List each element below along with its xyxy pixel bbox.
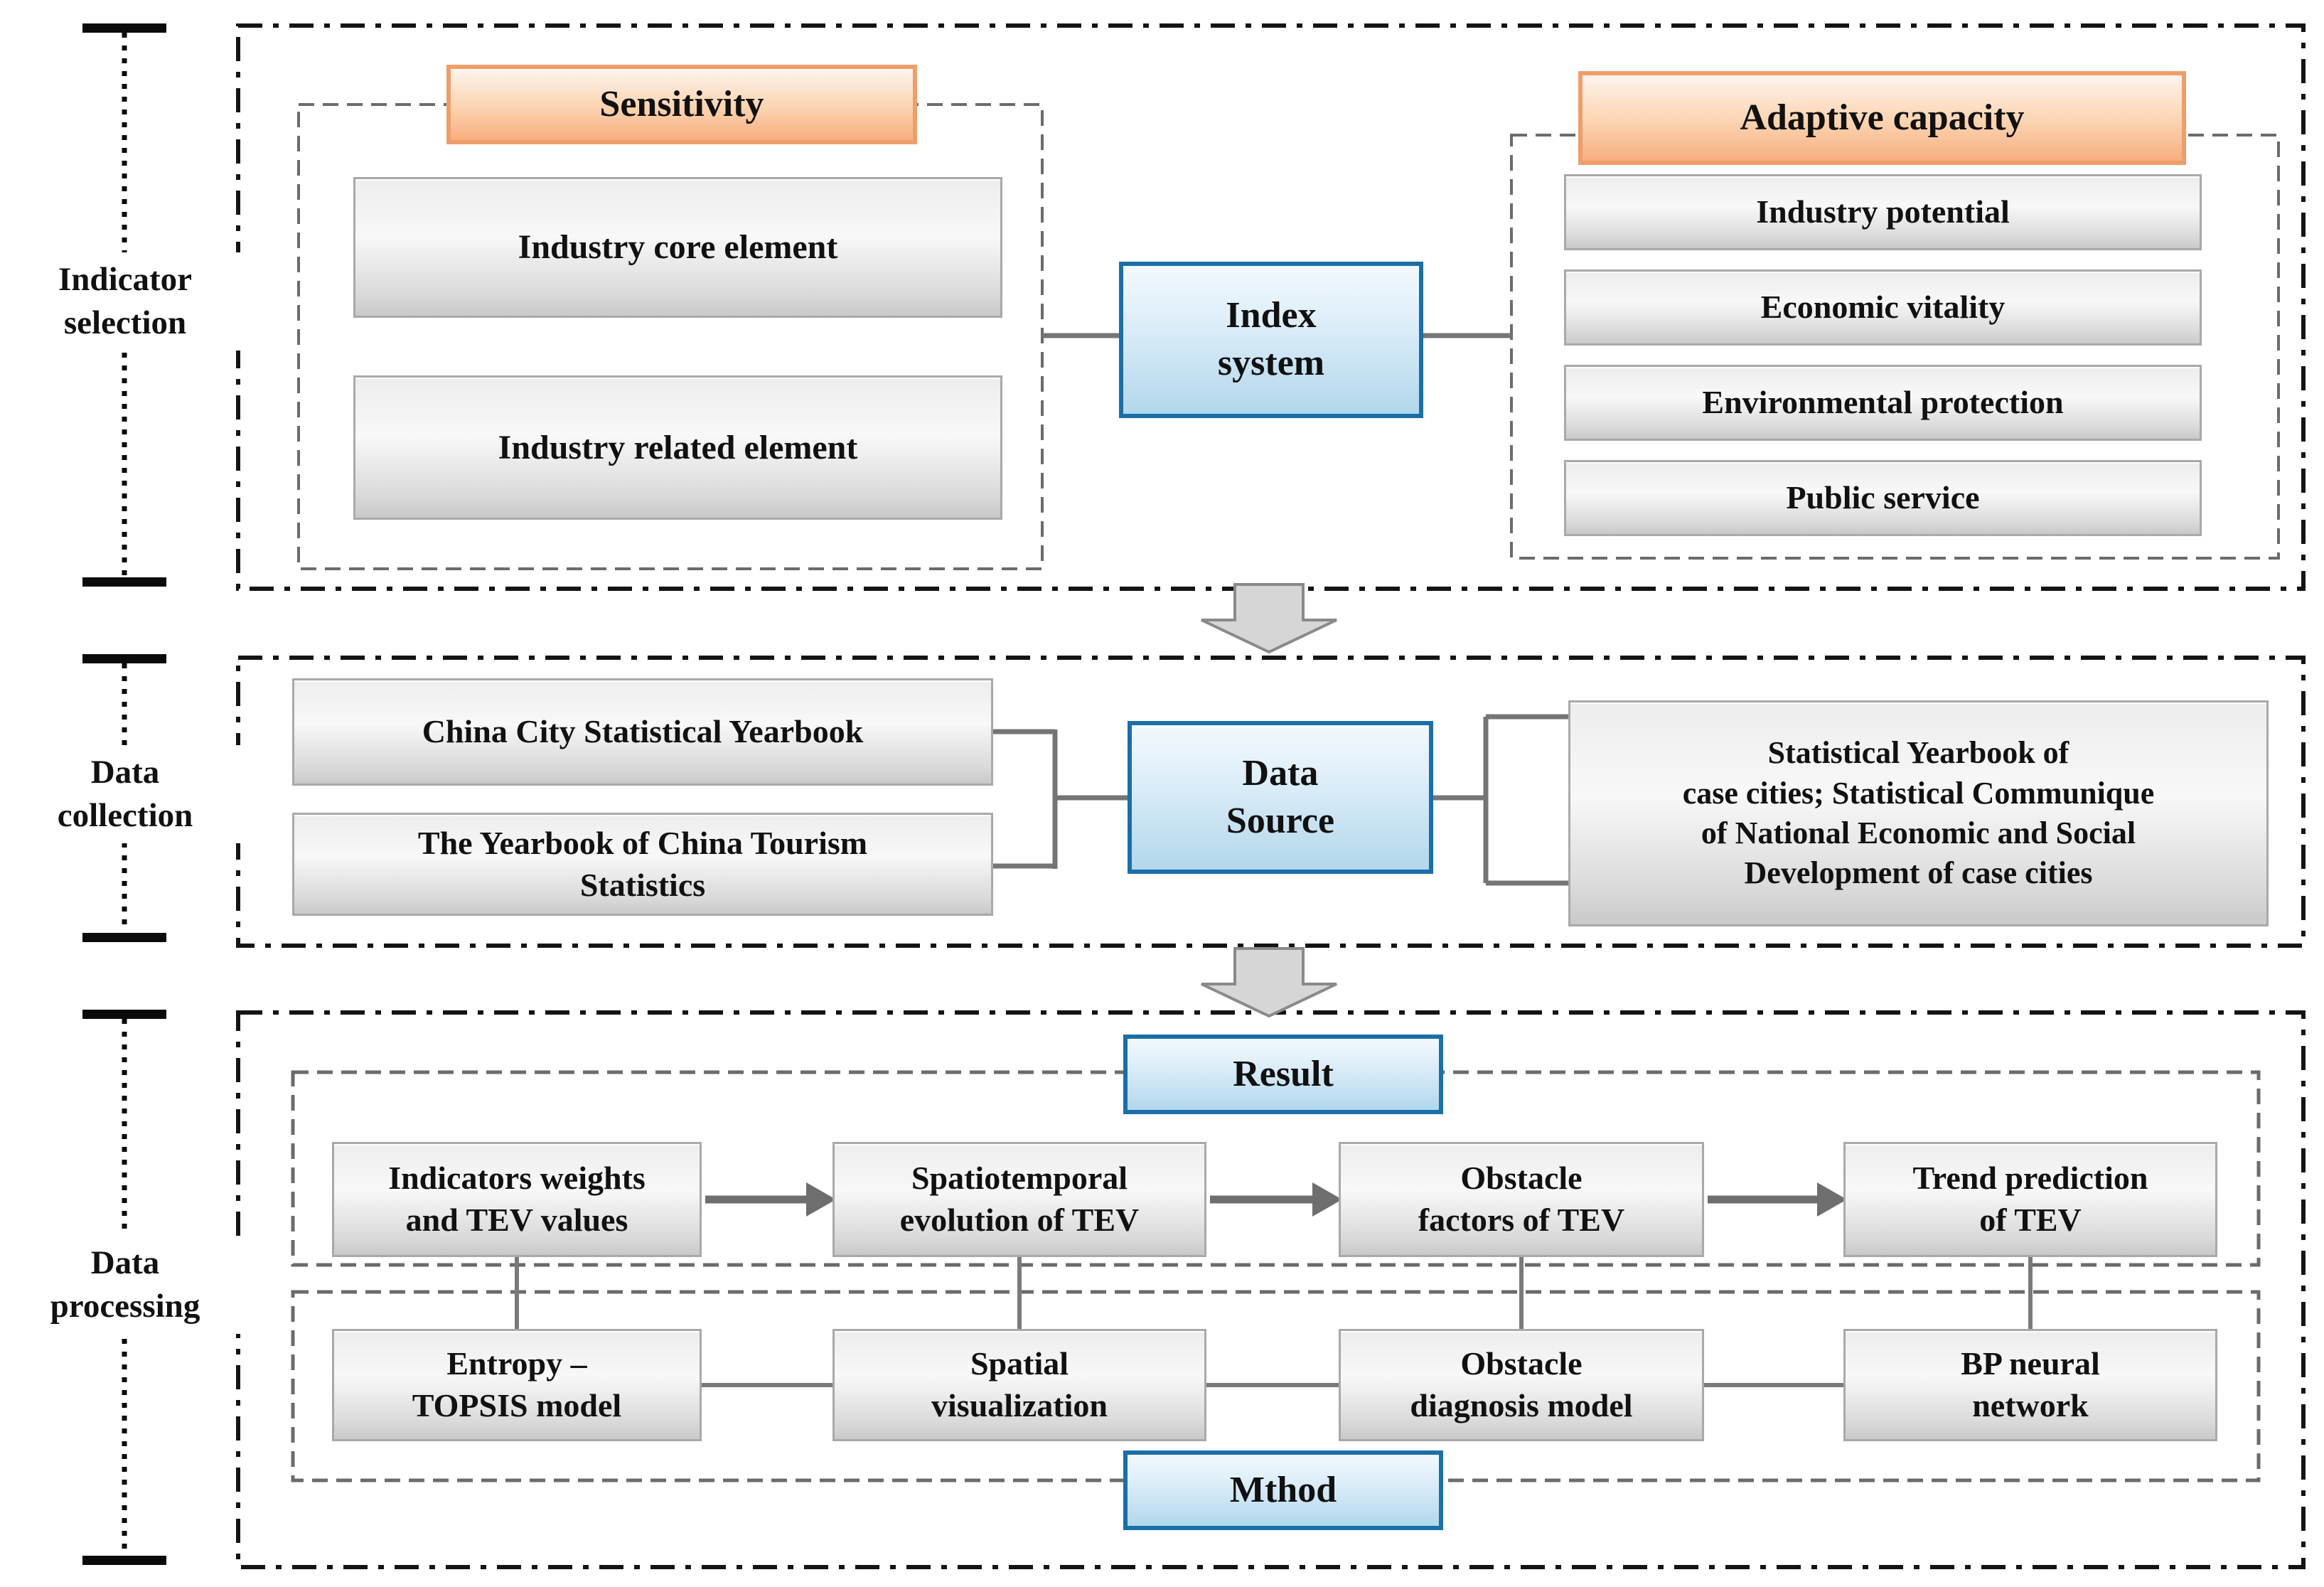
entropy-topsis-box: Entropy – TOPSIS model (332, 1329, 702, 1441)
bp-neural-network-box: BP neural network (1843, 1329, 2217, 1441)
economic-vitality-box: Economic vitality (1564, 269, 2202, 346)
section2-to-section3-arrow (1201, 947, 1337, 1018)
result-group-frame (291, 1070, 2261, 1267)
results-flow-arrows (705, 1182, 1847, 1217)
data-collection-label: Data collection (0, 745, 250, 844)
method-group-frame (291, 1290, 2261, 1482)
china-city-yearbook-box: China City Statistical Yearbook (292, 678, 993, 786)
index-system-box: Index system (1119, 262, 1423, 418)
collection-bracket (82, 654, 166, 942)
obstacle-diagnosis-box: Obstacle diagnosis model (1339, 1329, 1704, 1441)
adaptive-group-frame (1510, 134, 2280, 560)
processing-bracket (82, 1010, 166, 1565)
tourism-yearbook-box: The Yearbook of China Tourism Statistics (292, 813, 993, 916)
sensitivity-header: Sensitivity (446, 65, 917, 144)
indicators-weights-box: Indicators weights and TEV values (332, 1142, 702, 1257)
environmental-protection-box: Environmental protection (1564, 365, 2202, 441)
result-method-links (515, 1257, 2033, 1329)
trend-prediction-box: Trend prediction of TEV (1843, 1142, 2217, 1257)
obstacle-factors-box: Obstacle factors of TEV (1339, 1142, 1704, 1257)
data-processing-label: Data processing (0, 1236, 250, 1335)
datasource-right-bracket (1433, 714, 1568, 886)
spatial-visualization-box: Spatial visualization (832, 1329, 1206, 1441)
sources-merge-bracket (993, 729, 1128, 869)
spatiotemporal-evolution-box: Spatiotemporal evolution of TEV (832, 1142, 1206, 1257)
industry-core-element-box: Industry core element (353, 177, 1002, 318)
industry-related-element-box: Industry related element (353, 375, 1002, 520)
result-header: Result (1123, 1035, 1443, 1114)
public-service-box: Public service (1564, 460, 2202, 536)
industry-potential-box: Industry potential (1564, 174, 2202, 250)
method-header: Mthod (1123, 1450, 1443, 1530)
adaptive-capacity-header: Adaptive capacity (1578, 71, 2186, 165)
case-cities-sources-box: Statistical Yearbook of case cities; Sta… (1568, 700, 2269, 926)
section1-to-section2-arrow (1201, 583, 1337, 654)
data-source-box: Data Source (1128, 721, 1433, 874)
indicator-selection-label: Indicator selection (0, 252, 250, 351)
